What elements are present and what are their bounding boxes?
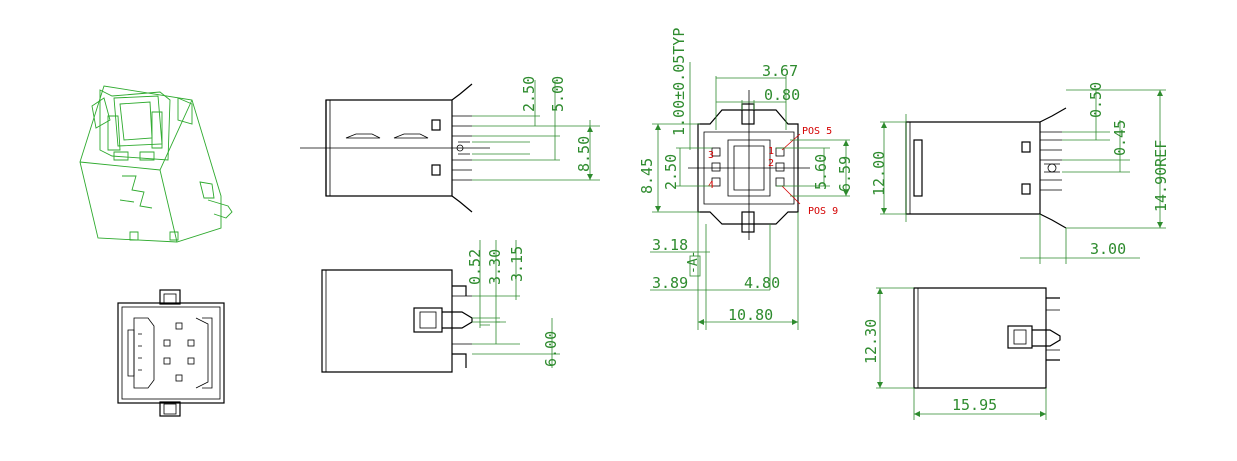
dim-14-90-ref: 14.90REF [1152,140,1170,212]
dimension-arrowheads [587,90,1163,417]
dim-2-50-top: 2.50 [520,76,538,112]
dim-8-45: 8.45 [638,158,656,194]
dim-3-89: 3.89 [652,274,688,292]
pin-3-label: 3 [708,150,714,161]
front-view [117,289,225,417]
dim-3-00: 3.00 [1090,240,1126,258]
dim-0-45: 0.45 [1111,120,1129,156]
dim-3-30: 3.30 [486,249,504,285]
dim-3-15: 3.15 [508,246,526,282]
dim-8-50: 8.50 [575,136,593,172]
dim-2-50-mid: 2.50 [662,154,680,190]
datum-a-label: -A- [686,251,701,274]
side-view [321,269,473,373]
right-top-view-dimensions: 12.00 0.50 0.45 14.90REF 3.00 [870,82,1170,264]
pos-9-callout: POS 9 [808,206,838,217]
right-side-view [913,287,1061,389]
dim-10-80: 10.80 [728,306,773,324]
pin-4-label: 4 [708,180,714,191]
pin-1-label: 1 [768,146,774,157]
pin-2-label: 2 [768,158,774,169]
side-view-dimensions: 0.52 3.30 3.15 6.00 [466,240,560,368]
footprint-dimensions: 3.67 0.80 1.00±0.05TYP 8.45 2.50 5.60 6.… [638,28,854,330]
dim-12-00: 12.00 [870,151,888,196]
dim-1-00-typ: 1.00±0.05TYP [670,28,688,136]
dim-4-80: 4.80 [744,274,780,292]
right-side-view-dimensions: 12.30 15.95 [862,287,1047,420]
dim-5-00: 5.00 [549,76,567,112]
top-view [300,83,490,213]
top-view-dimensions: 2.50 5.00 8.50 [472,76,600,181]
dim-6-00: 6.00 [542,331,560,367]
dim-6-59: 6.59 [836,156,854,192]
dim-15-95: 15.95 [952,396,997,414]
dim-12-30: 12.30 [862,319,880,364]
dim-5-60: 5.60 [812,154,830,190]
dim-3-18: 3.18 [652,236,688,254]
dim-0-50: 0.50 [1087,82,1105,118]
footprint-view: POS 5 POS 9 1 2 3 4 [688,90,838,240]
pos-5-callout: POS 5 [802,126,832,137]
right-top-view [905,107,1067,229]
isometric-view [79,85,233,243]
dim-0-80: 0.80 [764,86,800,104]
dim-3-67: 3.67 [762,62,798,80]
dim-0-52: 0.52 [466,249,484,285]
